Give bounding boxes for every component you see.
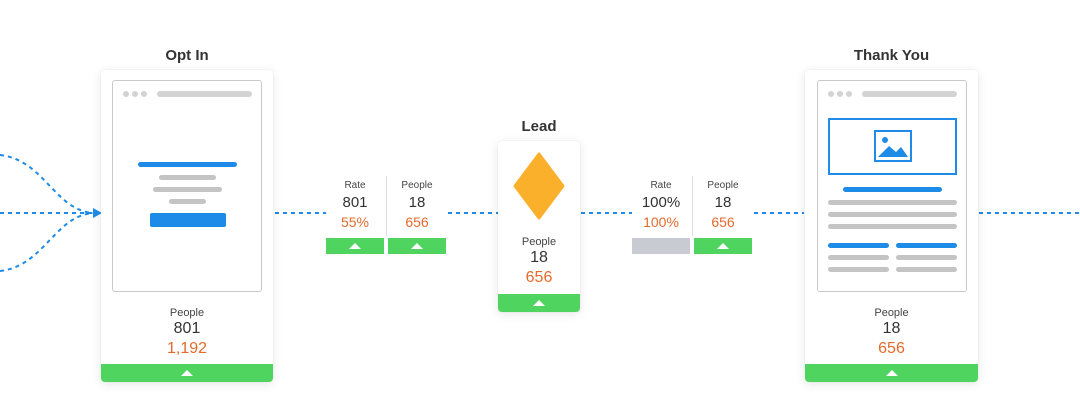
triangle-up-icon: [885, 370, 898, 376]
transition1-people-expand-button[interactable]: [388, 238, 446, 254]
text-line: [153, 187, 222, 192]
thankyou-people-count: 18: [882, 320, 901, 337]
stat-divider: [386, 176, 387, 236]
transition1-people-label: People: [401, 180, 433, 191]
address-bar: [157, 91, 252, 97]
column-heading-line: [828, 243, 889, 248]
transition2-people-count: 18: [714, 194, 732, 211]
column-heading-line: [896, 243, 957, 248]
incoming-connector-top: [0, 154, 96, 214]
arrowhead-icon: [93, 208, 102, 218]
transition2-rate-stat: Rate 100% 100%: [632, 180, 690, 230]
optin-people-count: 801: [173, 320, 201, 337]
stat-divider: [692, 176, 693, 236]
window-dot-icon: [132, 91, 138, 97]
thankyou-people-label: People: [874, 307, 909, 319]
text-line: [828, 212, 957, 217]
transition1-rate-percent: 55%: [340, 214, 370, 230]
lead-people-total: 656: [525, 269, 553, 286]
thankyou-expand-button[interactable]: [805, 364, 978, 382]
optin-people-total: 1,192: [166, 340, 208, 357]
window-dot-icon: [828, 91, 834, 97]
triangle-up-icon: [181, 370, 193, 376]
optin-step-card[interactable]: People 801 1,192: [101, 70, 273, 382]
thankyou-step-title: Thank You: [853, 47, 930, 64]
transition2-people-total: 656: [711, 214, 735, 230]
transition1-rate-count: 801: [342, 194, 368, 211]
transition2-people-label: People: [707, 180, 739, 191]
transition1-rate-label: Rate: [344, 180, 366, 191]
lead-people-count: 18: [530, 249, 548, 266]
hero-image-frame: [828, 118, 957, 175]
transition2-rate-label: Rate: [650, 180, 672, 191]
transition1-people-stat: People 18 656: [388, 180, 446, 230]
thankyou-people-total: 656: [878, 340, 905, 357]
triangle-up-icon: [349, 243, 361, 249]
headline-line: [138, 162, 237, 167]
headline-line: [843, 187, 942, 192]
transition2-people-expand-button[interactable]: [694, 238, 752, 254]
transition2-people-stat: People 18 656: [694, 180, 752, 230]
window-dot-icon: [123, 91, 129, 97]
incoming-connector-bottom: [0, 212, 96, 272]
thankyou-page-thumbnail: [817, 80, 967, 292]
text-line: [169, 199, 206, 204]
text-line: [159, 175, 216, 180]
optin-page-thumbnail: [112, 80, 262, 292]
text-line: [828, 267, 889, 272]
transition1-people-total: 656: [405, 214, 429, 230]
transition2-rate-bar: [632, 238, 690, 254]
window-dot-icon: [846, 91, 852, 97]
lead-step-title: Lead: [521, 118, 557, 135]
transition2-rate-percent: 100%: [643, 214, 679, 230]
window-dot-icon: [837, 91, 843, 97]
lead-people-label: People: [521, 236, 557, 248]
address-bar: [862, 91, 957, 97]
triangle-up-icon: [533, 300, 545, 306]
text-line: [828, 224, 957, 229]
transition1-rate-stat: Rate 801 55%: [326, 180, 384, 230]
window-dot-icon: [141, 91, 147, 97]
optin-expand-button[interactable]: [101, 364, 273, 382]
thankyou-step-card[interactable]: People 18 656: [805, 70, 978, 382]
diamond-icon: [513, 152, 565, 220]
image-placeholder-icon: [874, 130, 912, 162]
text-line: [896, 255, 957, 260]
optin-people-label: People: [169, 307, 205, 319]
transition1-rate-expand-button[interactable]: [326, 238, 384, 254]
optin-submit-button: [150, 213, 226, 227]
transition1-people-count: 18: [408, 194, 426, 211]
optin-step-title: Opt In: [165, 47, 209, 64]
text-line: [896, 267, 957, 272]
lead-expand-button[interactable]: [498, 294, 580, 312]
triangle-up-icon: [717, 243, 729, 249]
triangle-up-icon: [411, 243, 423, 249]
transition2-rate-count: 100%: [641, 194, 681, 211]
text-line: [828, 200, 957, 205]
lead-step-card[interactable]: People 18 656: [498, 141, 580, 312]
text-line: [828, 255, 889, 260]
